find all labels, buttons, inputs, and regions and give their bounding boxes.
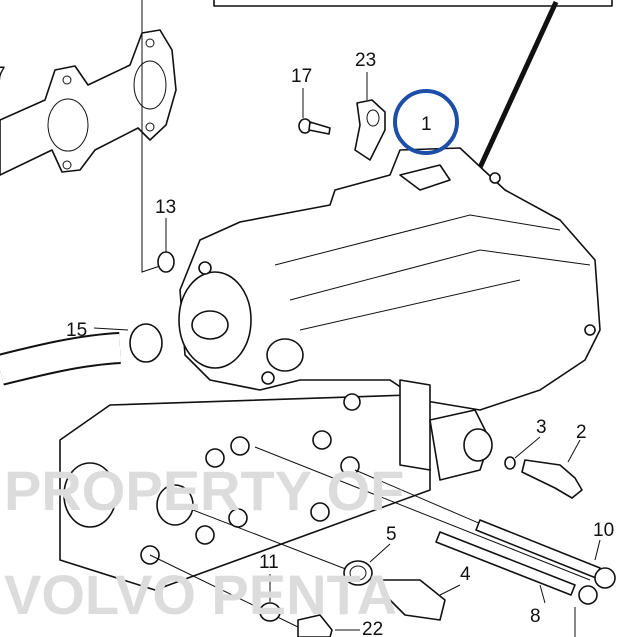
- callout-22[interactable]: 22: [362, 619, 383, 637]
- callout-10[interactable]: 10: [593, 520, 614, 541]
- nut: [578, 585, 598, 605]
- callout-8[interactable]: 8: [530, 606, 541, 627]
- bracket-hole: [366, 109, 380, 127]
- callout-7[interactable]: 7: [0, 64, 6, 85]
- watermark-line-2: VOLVO PENTA: [4, 563, 397, 626]
- callout-1[interactable]: 1: [421, 114, 432, 135]
- callout-17[interactable]: 17: [291, 66, 312, 87]
- bracket-23: [354, 99, 386, 161]
- hose-fill: [0, 334, 121, 384]
- inset-frame: [213, 0, 613, 7]
- plug-22: [297, 614, 333, 637]
- callout-3[interactable]: 3: [536, 417, 547, 438]
- callout-13[interactable]: 13: [155, 197, 176, 218]
- washer-11: [259, 602, 281, 622]
- stud-10-head: [594, 567, 616, 589]
- mounting-block: [59, 379, 493, 591]
- watermark-line-1: PROPERTY OF: [4, 459, 404, 522]
- callout-23[interactable]: 23: [355, 50, 376, 71]
- leaders: [93, 72, 601, 637]
- highlight-circle: [393, 89, 459, 155]
- callout-4[interactable]: 4: [460, 564, 471, 585]
- callout-11[interactable]: 11: [259, 552, 279, 573]
- callout-15[interactable]: 15: [66, 320, 87, 341]
- heat-exchanger: [178, 147, 601, 411]
- callout-5[interactable]: 5: [386, 524, 397, 545]
- sensor-4: [381, 579, 446, 621]
- washer-5: [343, 560, 373, 586]
- screw-17: [298, 118, 331, 135]
- washer-3: [504, 456, 516, 470]
- callout-2[interactable]: 2: [576, 422, 587, 443]
- sensor-2: [521, 459, 583, 499]
- washer-5-hole: [349, 565, 367, 581]
- hose-clamp-15: [129, 323, 163, 363]
- watermark: PROPERTY OF VOLVO PENTA: [4, 459, 404, 626]
- exhaust-gasket: [0, 29, 177, 176]
- hose-clamp-13: [157, 251, 175, 273]
- leader-line: [141, 0, 161, 273]
- stud-8: [435, 531, 576, 596]
- stud-10: [475, 519, 601, 579]
